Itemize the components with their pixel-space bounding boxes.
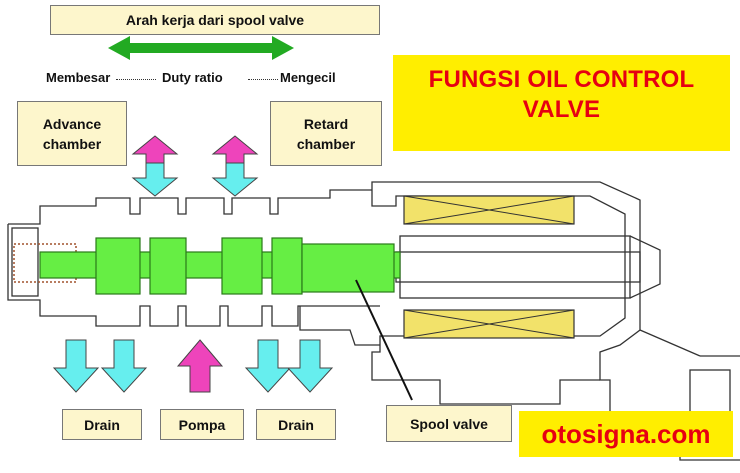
drain-arrow-icon-3 (244, 339, 292, 393)
site-brand-text: otosigna.com (541, 418, 711, 449)
spool-direction-header: Arah kerja dari spool valve (50, 5, 380, 35)
title-line1: FUNGSI OIL CONTROL (428, 66, 695, 93)
duty-left-dots (116, 79, 156, 80)
drain-right-text: Drain (278, 416, 314, 433)
spool-valve-text: Spool valve (410, 415, 488, 432)
valve-housing (7, 189, 380, 346)
drain-right-label: Drain (256, 409, 336, 440)
duty-left-label: Membesar (46, 70, 111, 85)
spool-leader-line (355, 279, 413, 401)
advance-flow-arrow-icon (131, 135, 179, 197)
drain-arrow-icon-4 (286, 339, 334, 393)
diagram-title: FUNGSI OIL CONTROL VALVE (393, 55, 730, 151)
retard-chamber-label: Retard chamber (270, 101, 382, 166)
direction-arrow-icon (108, 36, 294, 60)
advance-line1: Advance (42, 115, 102, 132)
pompa-label: Pompa (160, 409, 244, 440)
title-line2: VALVE (522, 96, 601, 123)
spool-direction-text: Arah kerja dari spool valve (125, 12, 305, 28)
solenoid-coil-bottom (403, 309, 575, 339)
spool-valve-label: Spool valve (386, 405, 512, 442)
retard-flow-arrow-icon (211, 135, 259, 197)
site-brand: otosigna.com (519, 411, 733, 457)
spool-valve (39, 237, 401, 295)
drain-left-text: Drain (84, 416, 120, 433)
solenoid-coil-top (403, 195, 575, 225)
duty-right-label: Mengecil (280, 70, 336, 85)
drain-arrow-icon-1 (52, 339, 100, 393)
retard-line2: chamber (296, 135, 356, 152)
drain-arrow-icon-2 (100, 339, 148, 393)
advance-line2: chamber (42, 135, 102, 152)
duty-ratio-label: Duty ratio (162, 70, 223, 85)
advance-chamber-label: Advance chamber (17, 101, 127, 166)
pompa-text: Pompa (178, 416, 226, 433)
drain-left-label: Drain (62, 409, 142, 440)
pump-arrow-icon (176, 339, 224, 393)
retard-line1: Retard (303, 115, 349, 132)
duty-right-dots (248, 79, 278, 80)
